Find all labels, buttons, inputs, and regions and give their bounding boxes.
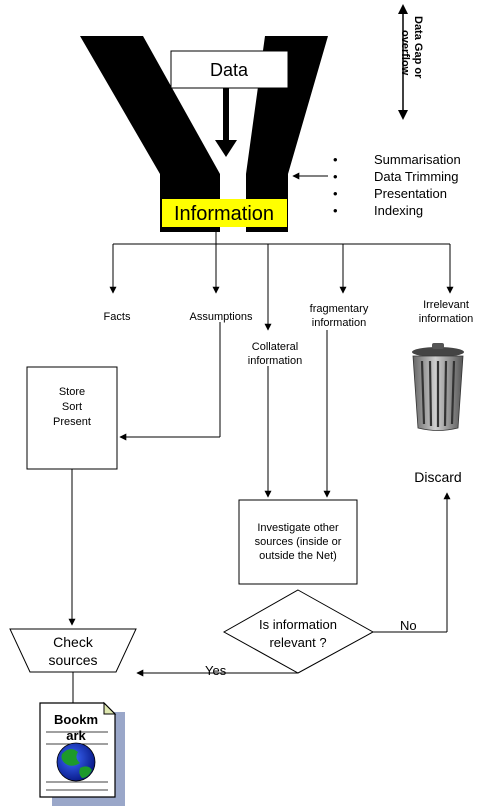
process-item: Data Trimming [374, 169, 459, 184]
decision-line2: relevant ? [269, 635, 326, 650]
category-collateral-line2: information [248, 355, 302, 367]
bookmark-line1: Bookm [54, 712, 98, 727]
data-gap-label-line1: Data Gap or [412, 16, 424, 79]
process-bullet: • [333, 203, 338, 218]
data-box: Data [170, 50, 289, 89]
information-highlight [162, 199, 287, 227]
check-line1: Check [53, 634, 94, 650]
data-gap-label-line2: overflow [399, 30, 411, 76]
information-label-box: Information [162, 199, 287, 227]
category-collateral-line1: Collateral [252, 341, 298, 353]
investigate-line3: outside the Net) [259, 550, 337, 562]
store-label: Store [59, 386, 85, 398]
decision-line1: Is information [259, 617, 337, 632]
process-list: • Summarisation • Data Trimming • Presen… [333, 152, 461, 218]
distribution-lines [109, 232, 454, 331]
no-path [373, 492, 451, 633]
category-fragmentary-line1: fragmentary [310, 303, 369, 315]
data-gap-arrow [398, 4, 408, 120]
information-label: Information [174, 203, 274, 225]
store-sort-present-box: Store Sort Present [26, 366, 118, 470]
sort-label: Sort [62, 401, 82, 413]
process-item: Indexing [374, 203, 423, 218]
process-bullet: • [333, 169, 338, 184]
process-bullet: • [333, 186, 338, 201]
category-assumptions: Assumptions [190, 311, 253, 323]
discard-label: Discard [414, 469, 461, 485]
present-label: Present [53, 416, 91, 428]
check-line2: sources [48, 652, 97, 668]
data-down-arrow [215, 88, 237, 157]
no-label: No [400, 618, 417, 633]
investigate-sources-box: Investigate other sources (inside or out… [238, 499, 358, 585]
category-irrelevant-line1: Irrelevant [423, 299, 469, 311]
investigate-line1: Investigate other [257, 522, 339, 534]
process-item: Presentation [374, 186, 447, 201]
check-sources-shape: Check sources [9, 628, 137, 673]
bookmark-line2: ark [66, 728, 86, 743]
assumptions-to-store-connector [119, 322, 221, 441]
category-fragmentary-line2: information [312, 317, 366, 329]
data-label: Data [210, 60, 249, 80]
process-bullet: • [333, 152, 338, 167]
investigate-line2: sources (inside or [255, 536, 342, 548]
category-irrelevant-line2: information [419, 313, 473, 325]
relevance-decision-diamond: Is information relevant ? [222, 589, 375, 674]
category-facts: Facts [104, 311, 131, 323]
yes-label: Yes [205, 663, 227, 678]
process-item: Summarisation [374, 152, 461, 167]
bookmark-document-icon: Bookm ark [39, 701, 125, 806]
trash-can-icon [412, 343, 464, 431]
